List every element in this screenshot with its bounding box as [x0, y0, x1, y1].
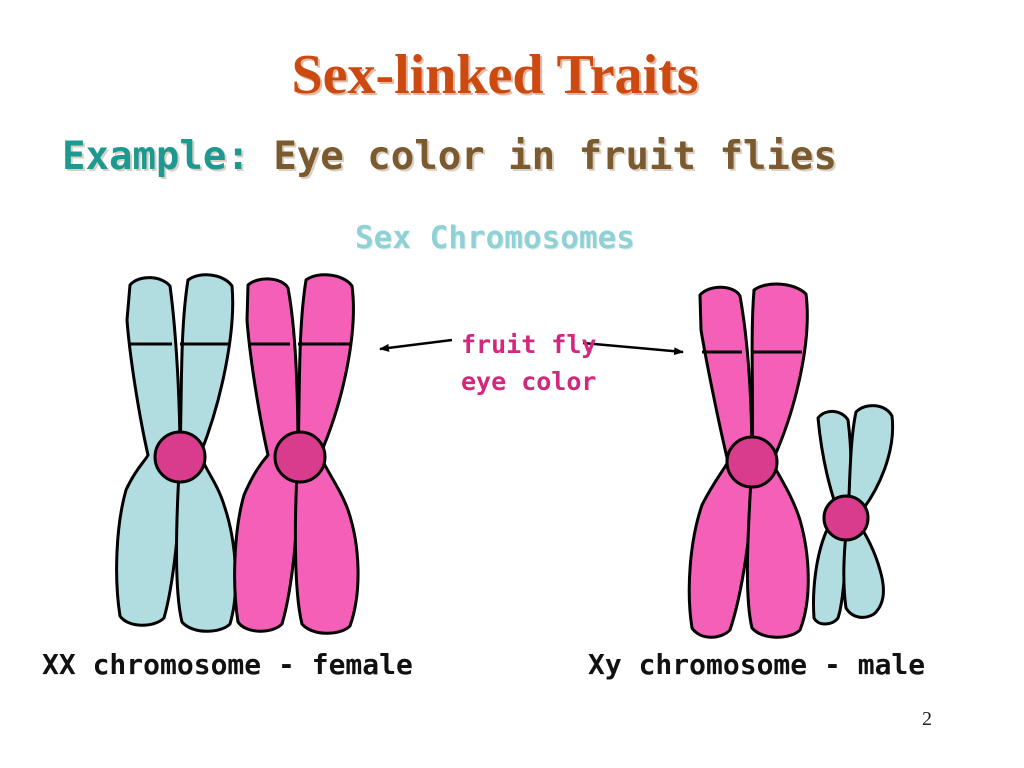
slide-subtitle: Example: Eye color in fruit flies: [62, 130, 837, 184]
slide-title: Sex-linked Traits: [291, 44, 699, 106]
centromere: [822, 494, 870, 542]
caption-female: XX chromosome - female: [42, 648, 413, 681]
caption-male: Xy chromosome - male: [588, 648, 926, 681]
male-y-chromosome: [812, 404, 895, 626]
female-x-chromosome-blue: [115, 273, 238, 633]
example-text: Eye color in fruit flies: [273, 134, 837, 179]
male-x-chromosome: [687, 282, 810, 639]
page-number: 2: [922, 708, 932, 730]
chromatid-left: [115, 276, 182, 627]
sex-chromosomes-heading: Sex Chromosomes: [355, 220, 635, 256]
example-label: Example:: [62, 134, 250, 179]
eye-color-callout: fruit fly eye color: [461, 326, 596, 400]
centromere: [725, 435, 779, 489]
centromere: [153, 430, 207, 484]
callout-line-2: eye color: [461, 367, 597, 396]
centromere: [273, 430, 327, 484]
arrow-to-female-x: [379, 338, 453, 352]
chromatid-left: [233, 277, 300, 633]
female-x-chromosome-pink: [233, 273, 360, 635]
arrow-to-male-x: [582, 341, 684, 356]
callout-line-1: fruit fly: [461, 330, 597, 359]
